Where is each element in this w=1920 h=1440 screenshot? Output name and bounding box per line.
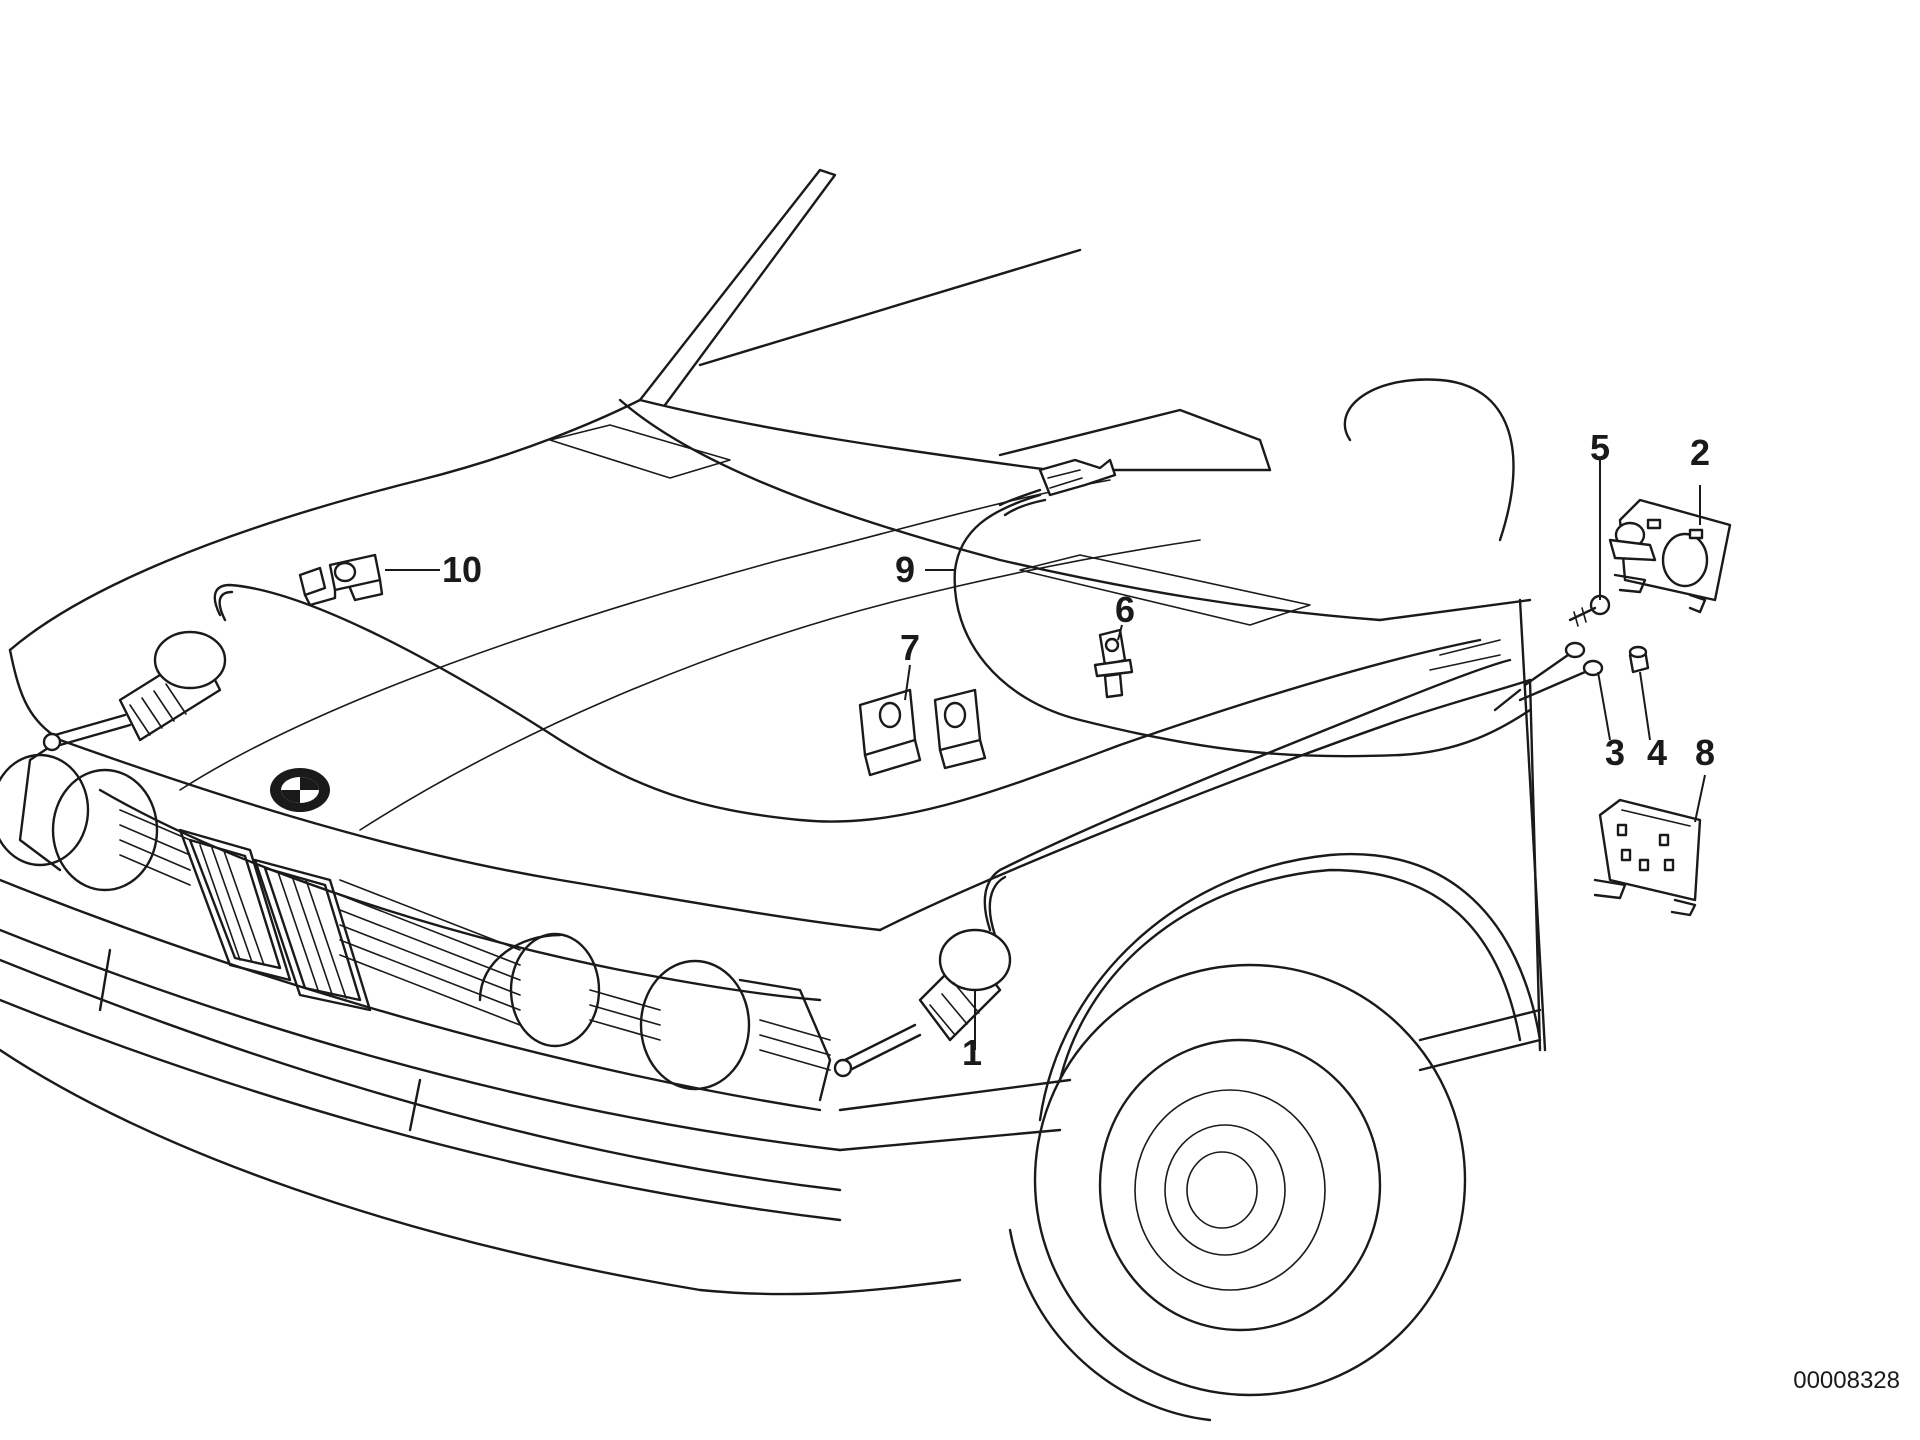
- diagram-reference-code: 00008328: [1793, 1367, 1900, 1394]
- callout-8: 8: [1695, 732, 1715, 773]
- bmw-logo-icon: [270, 768, 330, 812]
- headlights: [0, 753, 832, 1102]
- front-bumper: [0, 878, 1072, 1296]
- callout-labels: 1 2 3 4 5 6 7 8 9 10: [442, 427, 1715, 1073]
- washer-hose-lines: [213, 493, 1532, 937]
- part-4-plug: [1628, 645, 1650, 674]
- callout-1: 1: [962, 1032, 982, 1073]
- part-8-plate: [1593, 798, 1702, 917]
- part-5-screw: [1568, 594, 1611, 627]
- callout-5: 5: [1590, 427, 1610, 468]
- callout-leaders: [385, 460, 1706, 1050]
- callout-6: 6: [1115, 589, 1135, 630]
- front-fender: [1038, 598, 1547, 1122]
- callout-9: 9: [895, 549, 915, 590]
- washer-nozzle-right: [833, 928, 1012, 1078]
- part-10-clip: [298, 553, 384, 607]
- callout-2: 2: [1690, 432, 1710, 473]
- car-body-outline: [0, 168, 1547, 1422]
- part-3-connector: [1493, 641, 1604, 712]
- washer-nozzle-left: [42, 630, 227, 752]
- callout-7: 7: [900, 627, 920, 668]
- part-9-connector: [998, 458, 1117, 517]
- kidney-grille: [178, 828, 372, 1012]
- part-6-clip: [1093, 628, 1134, 699]
- callout-3: 3: [1605, 732, 1625, 773]
- front-wheel: [1008, 963, 1467, 1422]
- part-7-holder: [858, 688, 987, 777]
- callout-10: 10: [442, 549, 482, 590]
- part-2-bracket: [1608, 498, 1732, 614]
- callout-4: 4: [1647, 732, 1667, 773]
